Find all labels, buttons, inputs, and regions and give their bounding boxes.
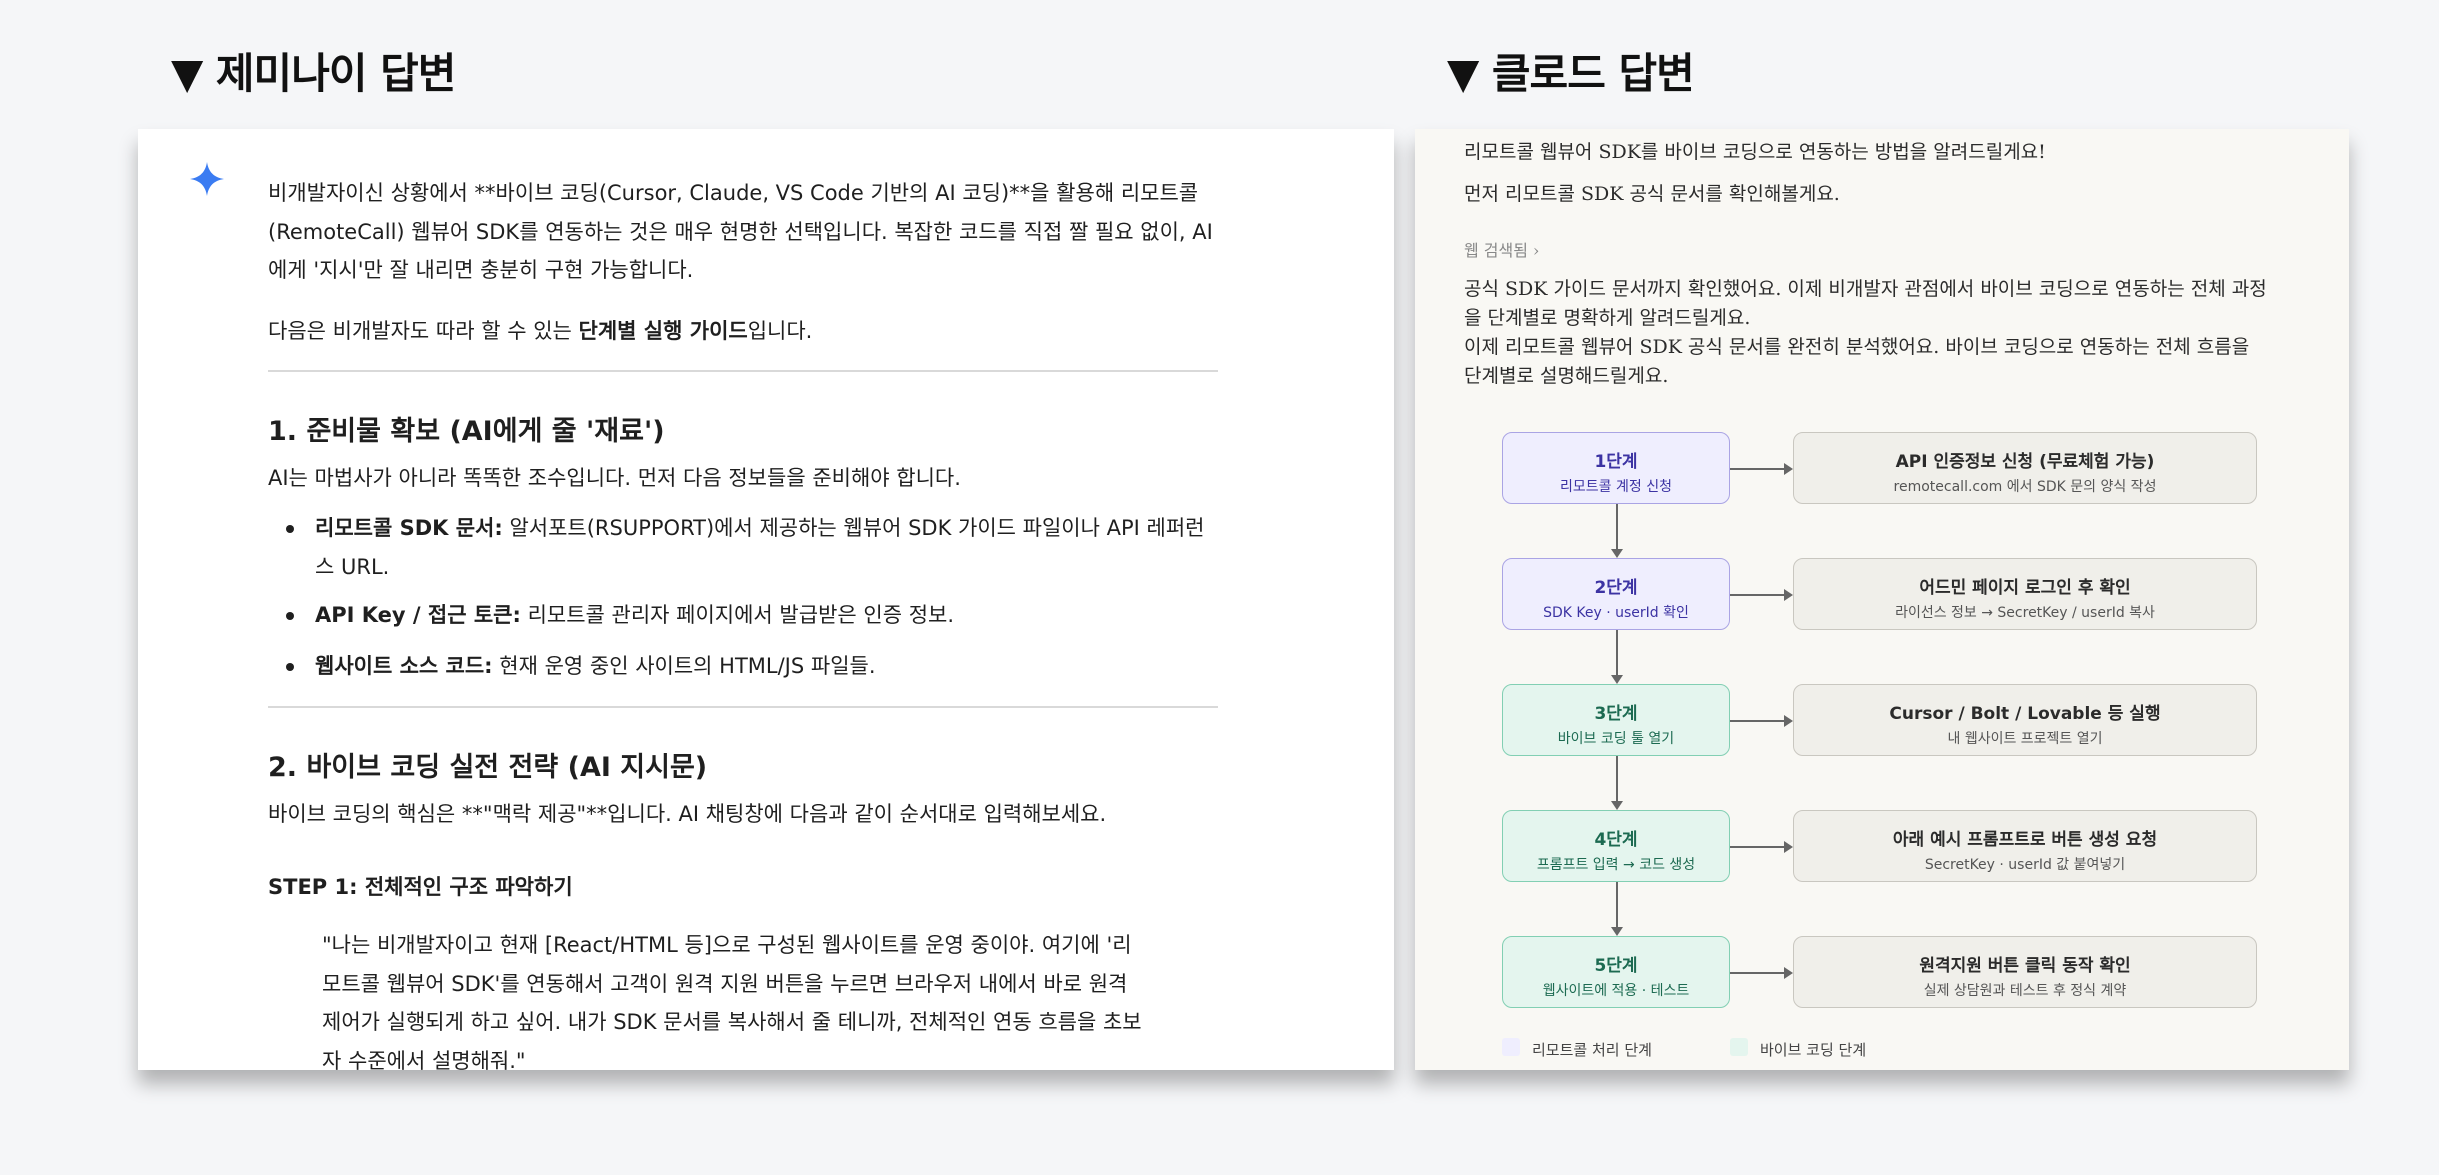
arrow-right	[1730, 468, 1791, 470]
step-title: 1단계	[1594, 452, 1638, 472]
arrow-head	[1611, 549, 1623, 558]
step-sub: 리모트콜 계정 신청	[1560, 479, 1672, 495]
claude-para-line: 이제 리모트콜 웹뷰어 SDK 공식 문서를 완전히 분석했어요. 바이브 코딩…	[1464, 336, 2250, 358]
guide-bold: 단계별 실행 가이드	[578, 319, 748, 343]
divider	[268, 370, 1218, 372]
step-detail-box: 어드민 페이지 로그인 후 확인 라이선스 정보 → SecretKey / u…	[1793, 558, 2257, 630]
claude-para-line: 공식 SDK 가이드 문서까지 확인했어요. 이제 비개발자 관점에서 바이브 …	[1464, 278, 2267, 300]
gemini-answer-panel: 비개발자이신 상황에서 **바이브 코딩(Cursor, Claude, VS …	[138, 129, 1394, 1070]
guide-pre: 다음은 비개발자도 따라 할 수 있는	[268, 319, 579, 343]
guide-post: 입니다.	[747, 319, 813, 343]
step-detail-sub: remotecall.com 에서 SDK 문의 양식 작성	[1893, 479, 2157, 495]
step-sub: 바이브 코딩 툴 열기	[1557, 731, 1675, 747]
step-detail-title: 어드민 페이지 로그인 후 확인	[1919, 578, 2131, 598]
step-detail-title: 원격지원 버튼 클릭 동작 확인	[1919, 956, 2131, 976]
arrow-head	[1784, 967, 1793, 979]
step-detail-title: Cursor / Bolt / Lovable 등 실행	[1889, 704, 2161, 724]
step-detail-box: 아래 예시 프롬프트로 버튼 생성 요청 SecretKey · userId …	[1793, 810, 2257, 882]
step-sub: 웹사이트에 적용 · 테스트	[1542, 983, 1690, 999]
step-detail-sub: 내 웹사이트 프로젝트 열기	[1947, 731, 2103, 747]
claude-para-line: 을 단계별로 명확하게 알려드릴게요.	[1464, 307, 1751, 329]
arrow-head	[1611, 927, 1623, 936]
gemini-sparkle-icon	[190, 162, 224, 196]
claude-answer-heading: ▼ 클로드 답변	[1447, 49, 1695, 98]
section2-text: 바이브 코딩의 핵심은 **"맥락 제공"**입니다. AI 채팅창에 다음과 …	[268, 802, 1107, 826]
step-title: 5단계	[1594, 956, 1638, 976]
step-detail-box: 원격지원 버튼 클릭 동작 확인 실제 상담원과 테스트 후 정식 계약	[1793, 936, 2257, 1008]
step-box: 2단계 SDK Key · userId 확인	[1502, 558, 1730, 630]
arrow-head	[1784, 715, 1793, 727]
step-detail-sub: SecretKey · userId 값 붙여넣기	[1924, 857, 2126, 873]
arrow-down	[1616, 630, 1618, 682]
arrow-right	[1730, 846, 1791, 848]
step1-title: STEP 1: 전체적인 구조 파악하기	[268, 875, 573, 899]
step-title: 3단계	[1594, 704, 1638, 724]
step-detail-sub: 실제 상담원과 테스트 후 정식 계약	[1923, 983, 2127, 999]
divider	[268, 706, 1218, 708]
claude-line: 리모트콜 웹뷰어 SDK를 바이브 코딩으로 연동하는 방법을 알려드릴게요!	[1464, 141, 2046, 163]
bullet-item: 웹사이트 소스 코드: 현재 운영 중인 사이트의 HTML/JS 파일들.	[315, 654, 876, 678]
quote-line: "나는 비개발자이고 현재 [React/HTML 등]으로 구성된 웹사이트를…	[322, 933, 1132, 957]
legend-label: 리모트콜 처리 단계	[1532, 1041, 1652, 1059]
section1-text: AI는 마법사가 아니라 똑똑한 조수입니다. 먼저 다음 정보들을 준비해야 …	[268, 466, 961, 490]
arrow-head	[1611, 675, 1623, 684]
bullet-dot	[286, 525, 294, 533]
bullet-dot	[286, 612, 294, 620]
web-search-toggle[interactable]: 웹 검색됨 ›	[1464, 241, 1540, 260]
quote-line: 모트콜 웹뷰어 SDK'를 연동해서 고객이 원격 지원 버튼을 누르면 브라우…	[322, 972, 1128, 996]
arrow-down	[1616, 882, 1618, 934]
arrow-right	[1730, 594, 1791, 596]
guide-intro: 다음은 비개발자도 따라 할 수 있는 단계별 실행 가이드입니다.	[268, 315, 812, 345]
step-sub: 프롬프트 입력 → 코드 생성	[1536, 857, 1696, 873]
intro-line: 에게 '지시'만 잘 내리면 충분히 구현 가능합니다.	[268, 258, 694, 282]
gemini-answer-heading: ▼ 제미나이 답변	[171, 49, 456, 98]
arrow-head	[1784, 841, 1793, 853]
arrow-down	[1616, 756, 1618, 808]
step-box: 1단계 리모트콜 계정 신청	[1502, 432, 1730, 504]
step-box: 3단계 바이브 코딩 툴 열기	[1502, 684, 1730, 756]
arrow-right	[1730, 720, 1791, 722]
arrow-head	[1611, 801, 1623, 810]
bullet-item-cont: 스 URL.	[315, 555, 390, 579]
bullet-item: API Key / 접근 토큰: 리모트콜 관리자 페이지에서 발급받은 인증 …	[315, 603, 955, 627]
intro-line: (RemoteCall) 웹뷰어 SDK를 연동하는 것은 매우 현명한 선택입…	[268, 220, 1213, 244]
step-sub: SDK Key · userId 확인	[1543, 605, 1689, 621]
step-box: 5단계 웹사이트에 적용 · 테스트	[1502, 936, 1730, 1008]
claude-line: 먼저 리모트콜 SDK 공식 문서를 확인해볼게요.	[1464, 183, 1840, 205]
step-detail-sub: 라이선스 정보 → SecretKey / userId 복사	[1895, 605, 2155, 621]
step-box: 4단계 프롬프트 입력 → 코드 생성	[1502, 810, 1730, 882]
legend-swatch-remotecall	[1502, 1038, 1520, 1056]
step-detail-box: API 인증정보 신청 (무료체험 가능) remotecall.com 에서 …	[1793, 432, 2257, 504]
step-title: 2단계	[1594, 578, 1638, 598]
bullet-dot	[286, 663, 294, 671]
arrow-right	[1730, 972, 1791, 974]
step-detail-box: Cursor / Bolt / Lovable 등 실행 내 웹사이트 프로젝트…	[1793, 684, 2257, 756]
quote-line: 제어가 실행되게 하고 싶어. 내가 SDK 문서를 복사해서 줄 테니까, 전…	[322, 1010, 1142, 1034]
arrow-down	[1616, 504, 1618, 556]
step-detail-title: 아래 예시 프롬프트로 버튼 생성 요청	[1892, 830, 2158, 850]
legend-label: 바이브 코딩 단계	[1760, 1041, 1867, 1059]
claude-para-line: 단계별로 설명해드릴게요.	[1464, 365, 1669, 387]
section1-title: 1. 준비물 확보 (AI에게 줄 '재료')	[268, 416, 665, 447]
arrow-head	[1784, 463, 1793, 475]
quote-line: 자 수준에서 설명해줘."	[322, 1049, 526, 1070]
claude-answer-panel: 리모트콜 웹뷰어 SDK를 바이브 코딩으로 연동하는 방법을 알려드릴게요! …	[1415, 129, 2349, 1070]
bullet-item: 리모트콜 SDK 문서: 알서포트(RSUPPORT)에서 제공하는 웹뷰어 S…	[315, 516, 1205, 540]
step-detail-title: API 인증정보 신청 (무료체험 가능)	[1895, 452, 2155, 472]
step-title: 4단계	[1594, 830, 1638, 850]
arrow-head	[1784, 589, 1793, 601]
section2-title: 2. 바이브 코딩 실전 전략 (AI 지시문)	[268, 752, 708, 783]
intro-line: 비개발자이신 상황에서 **바이브 코딩(Cursor, Claude, VS …	[268, 181, 1199, 205]
legend-swatch-vibe	[1730, 1038, 1748, 1056]
